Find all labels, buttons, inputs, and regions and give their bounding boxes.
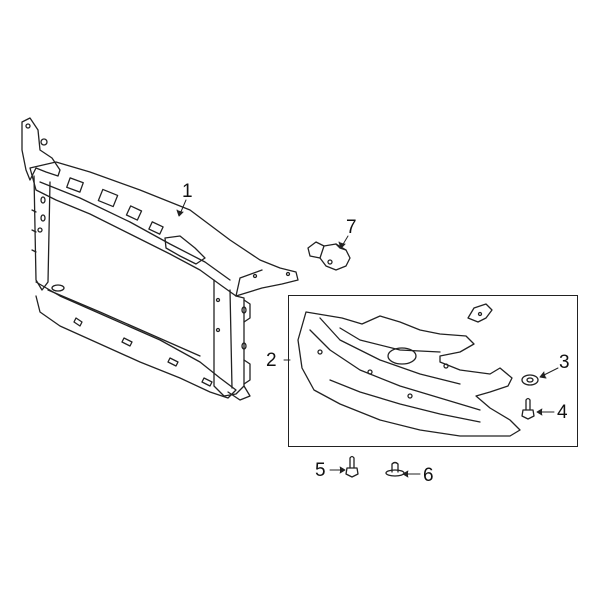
callout-5[interactable]: 5 bbox=[315, 460, 326, 481]
bolt-5-drawing bbox=[345, 455, 359, 478]
clip-drawing bbox=[385, 461, 405, 477]
splash-shield-drawing bbox=[297, 303, 521, 437]
callout-2[interactable]: 2 bbox=[266, 350, 277, 371]
callout-1[interactable]: 1 bbox=[182, 181, 193, 202]
leader-lines bbox=[176, 199, 559, 478]
radiator-support-drawing bbox=[21, 117, 299, 401]
callout-4[interactable]: 4 bbox=[557, 402, 568, 423]
callout-3[interactable]: 3 bbox=[559, 352, 570, 373]
bracket-drawing bbox=[307, 241, 351, 271]
callout-6[interactable]: 6 bbox=[423, 465, 434, 486]
bolt-4-drawing bbox=[521, 397, 535, 420]
splash-shield-group-box bbox=[288, 295, 578, 447]
callout-7[interactable]: 7 bbox=[346, 217, 357, 238]
washer-drawing bbox=[521, 374, 539, 386]
